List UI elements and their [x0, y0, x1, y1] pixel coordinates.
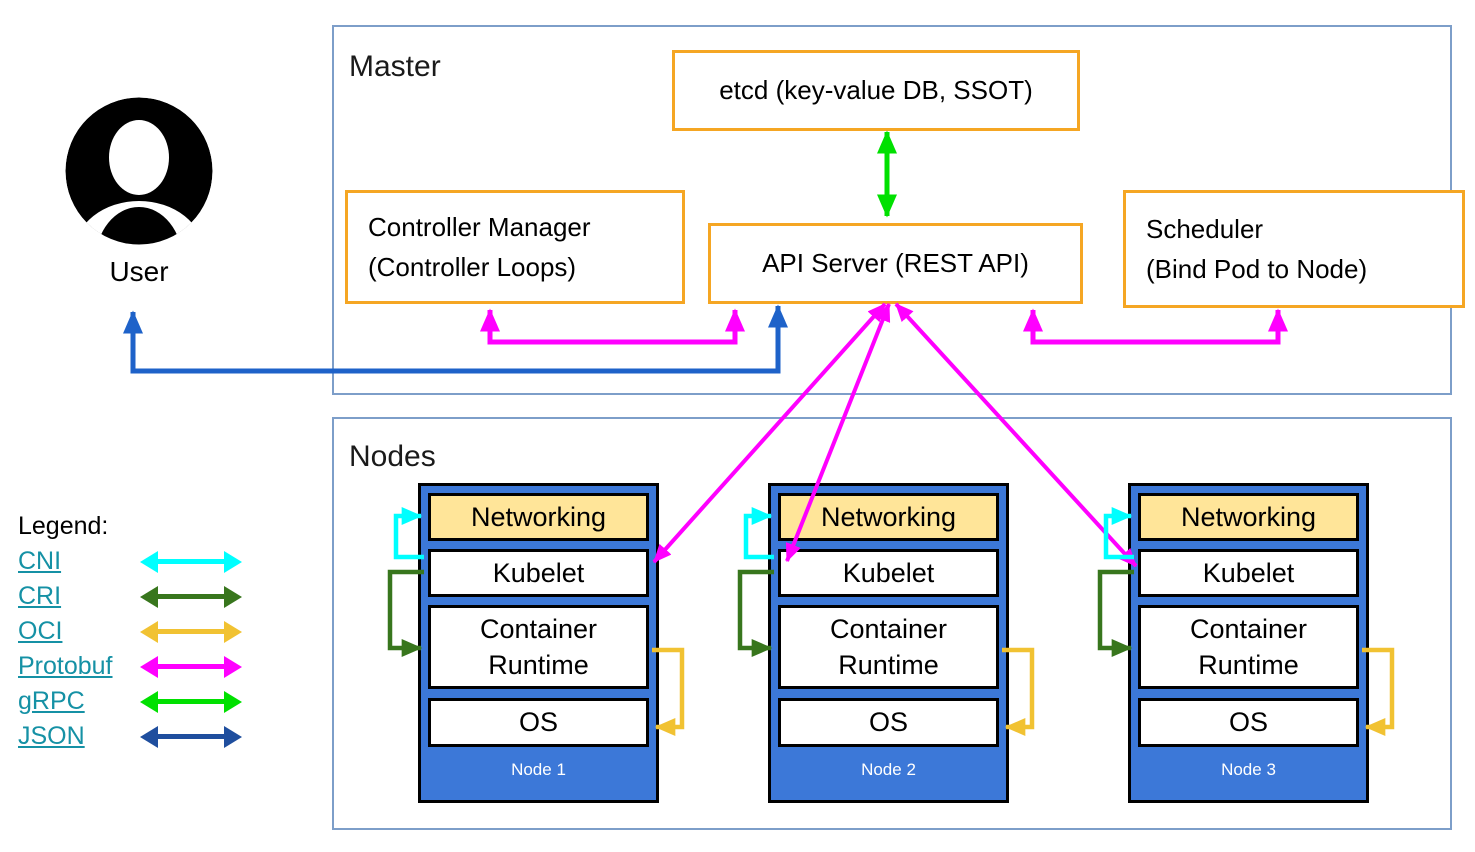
layer-label: OS: [868, 707, 908, 737]
layer-label: Networking: [1180, 501, 1317, 532]
node-2: Networking Kubelet Container Runtime OS …: [768, 483, 1009, 803]
node2-networking-layer: Networking: [778, 493, 999, 541]
nodes-title: Nodes: [349, 440, 436, 473]
node3-networking-layer: Networking: [1138, 493, 1359, 541]
layer-label: OS: [518, 707, 558, 737]
layer-label: Networking: [820, 501, 957, 532]
protobuf-arrow-sample: [140, 655, 242, 678]
node3-container-runtime-layer: Container Runtime: [1138, 605, 1359, 689]
oci-arrow-sample: [140, 620, 242, 643]
controller-manager-label-line2: (Controller Loops): [368, 252, 577, 282]
node2-kubelet-layer: Kubelet: [778, 549, 999, 597]
user-icon: [65, 97, 213, 245]
layer-label: OS: [1228, 707, 1268, 737]
user-label: User: [109, 256, 169, 287]
legend-link-grpc[interactable]: gRPC: [18, 687, 85, 715]
api-server-box: API Server (REST API): [708, 223, 1083, 304]
layer-label: Kubelet: [1202, 557, 1295, 588]
layer-label: Container Runtime: [1189, 613, 1308, 680]
node1-kubelet-layer: Kubelet: [428, 549, 649, 597]
etcd-label: etcd (key-value DB, SSOT): [719, 75, 1033, 105]
json-arrow-sample: [140, 725, 242, 748]
legend-row-cri: CRI: [18, 579, 242, 614]
node-1: Networking Kubelet Container Runtime OS …: [418, 483, 659, 803]
legend-link-oci[interactable]: OCI: [18, 617, 63, 645]
layer-label: Container Runtime: [479, 613, 598, 680]
node-3: Networking Kubelet Container Runtime OS …: [1128, 483, 1369, 803]
legend-row-protobuf: Protobuf: [18, 649, 242, 684]
scheduler-box: Scheduler (Bind Pod to Node): [1123, 190, 1465, 308]
grpc-arrow-sample: [140, 690, 242, 713]
legend-row-oci: OCI: [18, 614, 242, 649]
cni-arrow-sample: [140, 550, 242, 573]
legend-title: Legend:: [18, 512, 109, 540]
node3-kubelet-layer: Kubelet: [1138, 549, 1359, 597]
etcd-box: etcd (key-value DB, SSOT): [672, 50, 1080, 131]
node2-os-layer: OS: [778, 698, 999, 747]
node1-name: Node 1: [511, 760, 566, 779]
node3-name: Node 3: [1221, 760, 1276, 779]
user-avatar: [64, 96, 214, 251]
controller-manager-box: Controller Manager (Controller Loops): [345, 190, 685, 304]
scheduler-label-line2: (Bind Pod to Node): [1146, 254, 1368, 284]
node2-container-runtime-layer: Container Runtime: [778, 605, 999, 689]
cri-arrow-sample: [140, 585, 242, 608]
master-title: Master: [349, 50, 441, 83]
legend-link-cni[interactable]: CNI: [18, 547, 62, 575]
legend-row-json: JSON: [18, 719, 242, 754]
node1-container-runtime-layer: Container Runtime: [428, 605, 649, 689]
controller-manager-label-line1: Controller Manager: [368, 212, 591, 242]
node3-os-layer: OS: [1138, 698, 1359, 747]
node2-name: Node 2: [861, 760, 916, 779]
scheduler-label-line1: Scheduler: [1146, 214, 1264, 244]
legend-row-grpc: gRPC: [18, 684, 242, 719]
layer-label: Networking: [470, 501, 607, 532]
layer-label: Kubelet: [492, 557, 585, 588]
legend-link-protobuf[interactable]: Protobuf: [18, 652, 113, 680]
layer-label: Kubelet: [842, 557, 935, 588]
node1-networking-layer: Networking: [428, 493, 649, 541]
legend-link-cri[interactable]: CRI: [18, 582, 62, 610]
api-server-label: API Server (REST API): [762, 248, 1029, 278]
legend-link-json[interactable]: JSON: [18, 722, 85, 750]
node1-os-layer: OS: [428, 698, 649, 747]
legend-row-cni: CNI: [18, 544, 242, 579]
layer-label: Container Runtime: [829, 613, 948, 680]
